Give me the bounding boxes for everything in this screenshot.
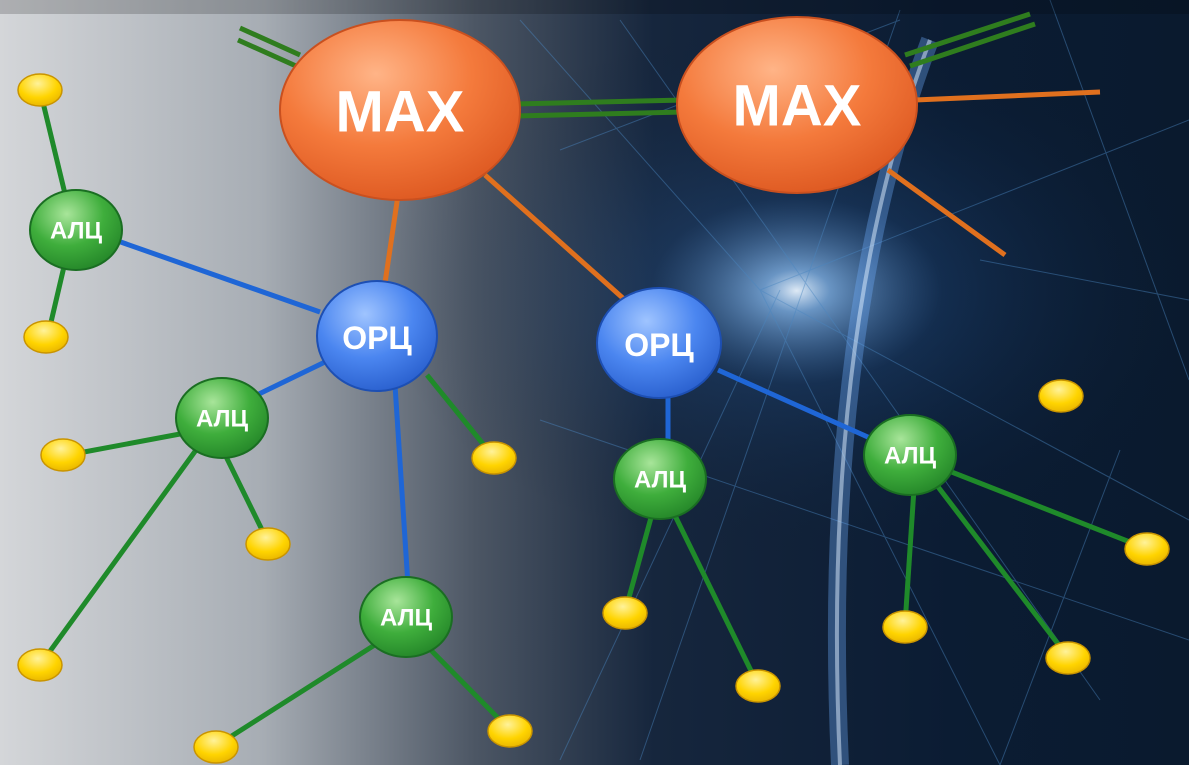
alc-node-5-label: АЛЦ: [884, 443, 936, 470]
alc-node-5: АЛЦ: [863, 414, 957, 496]
alc-node-3-label: АЛЦ: [380, 605, 432, 632]
alc-node-1: АЛЦ: [29, 189, 123, 271]
endpoint-node: [23, 320, 69, 354]
alc-node-2: АЛЦ: [175, 377, 269, 459]
links-orc-alc: [114, 237, 872, 586]
links-max-orc: [382, 89, 1101, 302]
endpoint-node: [1045, 641, 1091, 675]
endpoint-node: [17, 73, 63, 107]
top-shadow: [0, 0, 1189, 14]
endpoint-node: [882, 610, 928, 644]
endpoint-node: [193, 730, 239, 764]
endpoint-node: [735, 669, 781, 703]
max-node-2-label: MAX: [733, 74, 862, 139]
endpoint-node: [1038, 379, 1084, 413]
orc-node-2-label: ОРЦ: [624, 327, 694, 363]
alc-node-4-label: АЛЦ: [634, 467, 686, 494]
endpoints: [17, 73, 1170, 764]
endpoint-node: [245, 527, 291, 561]
orc-node-2: ОРЦ: [596, 287, 722, 399]
endpoint-node: [471, 441, 517, 475]
orc-node-1-label: ОРЦ: [342, 320, 412, 356]
alc-node-4: АЛЦ: [613, 438, 707, 520]
alc-node-1-label: АЛЦ: [50, 218, 102, 245]
orc-node-1: ОРЦ: [316, 280, 438, 392]
max-node-2: MAX: [676, 16, 918, 194]
max-node-1-label: MAX: [336, 80, 465, 145]
endpoint-node: [17, 648, 63, 682]
endpoint-node: [602, 596, 648, 630]
links-max-max: [236, 11, 1036, 119]
endpoint-node: [40, 438, 86, 472]
endpoint-node: [1124, 532, 1170, 566]
alc-node-3: АЛЦ: [359, 576, 453, 658]
max-node-1: MAX: [279, 19, 521, 201]
endpoint-node: [487, 714, 533, 748]
alc-node-2-label: АЛЦ: [196, 406, 248, 433]
